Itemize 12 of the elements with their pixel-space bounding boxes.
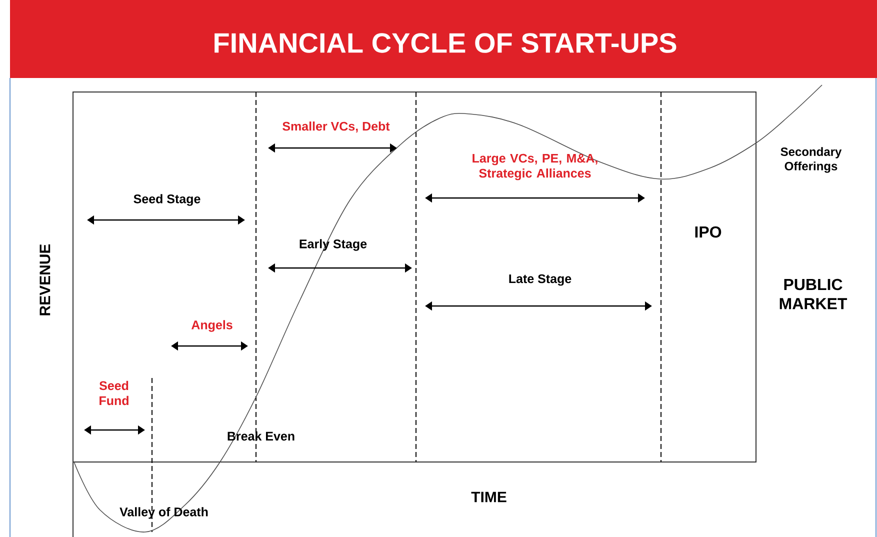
- label-text: Angels: [191, 320, 232, 332]
- label-text: Seed Stage: [134, 194, 200, 206]
- label-text: Seed Fund: [99, 380, 128, 406]
- label-text: Late Stage: [509, 274, 572, 286]
- label-text: Smaller VCs, Debt: [282, 122, 390, 132]
- label-text: Large VCs, PE, M&A, Strategic Alliances: [472, 154, 598, 180]
- label-text: IPO: [695, 226, 722, 238]
- title-band: FINANCIAL CYCLE OF START-UPS: [10, 0, 877, 78]
- label-text: PUBLIC MARKET: [780, 278, 848, 310]
- label-text: TIME: [471, 492, 506, 502]
- label-text: REVENUE: [40, 244, 50, 316]
- label-text: Secondary Offerings: [780, 147, 842, 173]
